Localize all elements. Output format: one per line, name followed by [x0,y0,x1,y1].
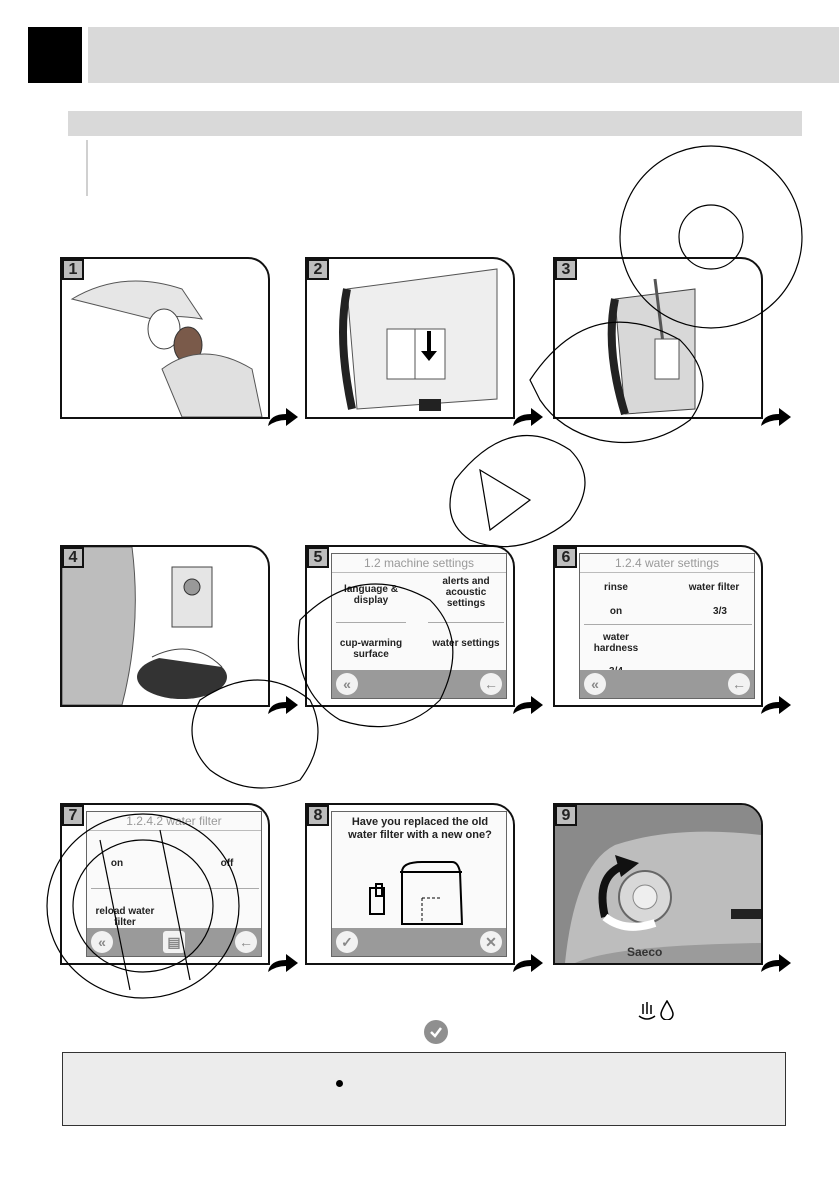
option-on[interactable]: on [110,858,124,869]
check-circle-icon[interactable]: ✓ [336,931,358,953]
step-8-frame: Have you replaced the old water filter w… [305,803,515,965]
divider [584,624,752,625]
step-4: 4 [60,545,298,714]
screen-title: 1.2.4 water settings [580,556,754,573]
machine-settings-screen: 1.2 machine settings language & display … [331,553,507,699]
step-9: Saeco 9 [553,803,791,972]
arrow-left-circle-icon[interactable]: ← [235,931,257,953]
step-1-frame [60,257,270,419]
screen-button-bar: « ← [332,670,506,698]
step-3-frame [553,257,763,419]
curved-arrow-right-icon [268,696,298,714]
step-6-number: 6 [555,547,577,568]
curved-arrow-right-icon [761,954,791,972]
step-2: 2 [305,257,543,426]
step-5-number: 5 [307,547,329,568]
curved-arrow-right-icon [268,408,298,426]
filter-confirm-screen: Have you replaced the old water filter w… [331,811,507,957]
menu-alerts-acoustic[interactable]: alerts and acoustic settings [442,576,490,609]
steam-icon [638,1002,656,1020]
step-4-illustration [62,547,227,705]
water-drop-icon [660,1000,674,1020]
arrow-left-circle-icon[interactable]: ← [480,673,502,695]
menu-water-hardness[interactable]: water hardness [593,632,639,654]
curved-arrow-right-icon [513,954,543,972]
screen-button-bar: « ▤ ← [87,928,261,956]
menu-rinse[interactable]: rinse [604,582,628,593]
step-1-illustration [70,280,263,417]
section-title-bar [68,111,802,136]
step-4-frame [60,545,270,707]
water-filter-value: 3/3 [713,606,727,617]
step-7: 1.2.4.2 water filter on off reload water… [60,803,298,972]
water-filter-screen: 1.2.4.2 water filter on off reload water… [86,811,262,957]
bullet-icon [336,1080,343,1087]
menu-cup-warming[interactable]: cup-warming surface [339,638,403,660]
intro-divider [86,140,88,196]
step-3-number: 3 [555,259,577,280]
divider [91,888,259,889]
menu-reload-water-filter[interactable]: reload water filter [95,906,155,928]
arrow-left-circle-icon[interactable]: ← [728,673,750,695]
confirm-question: Have you replaced the old water filter w… [348,816,492,841]
step-7-frame: 1.2.4.2 water filter on off reload water… [60,803,270,965]
step-3-illustration [607,278,696,416]
step-2-number: 2 [307,259,329,280]
option-off[interactable]: off [220,858,234,869]
double-chevron-left-icon[interactable]: « [584,673,606,695]
step-2-illustration [339,268,498,411]
floppy-disk-icon[interactable]: ▤ [163,931,185,953]
curved-arrow-right-icon [761,408,791,426]
curved-arrow-right-icon [268,954,298,972]
step-1: 1 [60,257,298,426]
divider [428,622,504,623]
double-chevron-left-icon[interactable]: « [91,931,113,953]
step-8-number: 8 [307,805,329,826]
note-box [62,1052,786,1126]
screen-button-bar: ✓ ✕ [332,928,506,956]
screen-button-bar: « ← [580,670,754,698]
double-chevron-left-icon[interactable]: « [336,673,358,695]
step-8: Have you replaced the old water filter w… [305,803,543,972]
machine-filter-diagram [369,861,464,925]
step-9-frame: Saeco [553,803,763,965]
x-circle-icon[interactable]: ✕ [480,931,502,953]
divider [336,622,406,623]
water-settings-screen: 1.2.4 water settings rinse water filter … [579,553,755,699]
page-header-bar [88,27,839,83]
curved-arrow-right-icon [513,408,543,426]
screen-title: 1.2.4.2 water filter [87,814,261,831]
step-6-frame: 1.2.4 water settings rinse water filter … [553,545,763,707]
step-1-number: 1 [62,259,84,280]
check-circle-icon [424,1020,448,1044]
menu-language-display[interactable]: language & display [344,584,398,606]
brand-logo: Saeco [627,945,663,959]
curved-arrow-right-icon [513,696,543,714]
step-9-illustration [555,805,761,963]
section-marker [28,27,82,83]
curved-arrow-right-icon [761,696,791,714]
step-5: 1.2 machine settings language & display … [305,545,543,714]
step-4-number: 4 [62,547,84,568]
rinse-value: on [609,606,623,617]
menu-water-filter[interactable]: water filter [688,582,740,593]
menu-water-settings[interactable]: water settings [432,638,500,649]
screen-title: 1.2 machine settings [332,556,506,573]
step-9-number: 9 [555,805,577,826]
step-7-number: 7 [62,805,84,826]
step-3: 3 [553,257,791,426]
step-2-frame [305,257,515,419]
step-5-frame: 1.2 machine settings language & display … [305,545,515,707]
step-6: 1.2.4 water settings rinse water filter … [553,545,791,714]
